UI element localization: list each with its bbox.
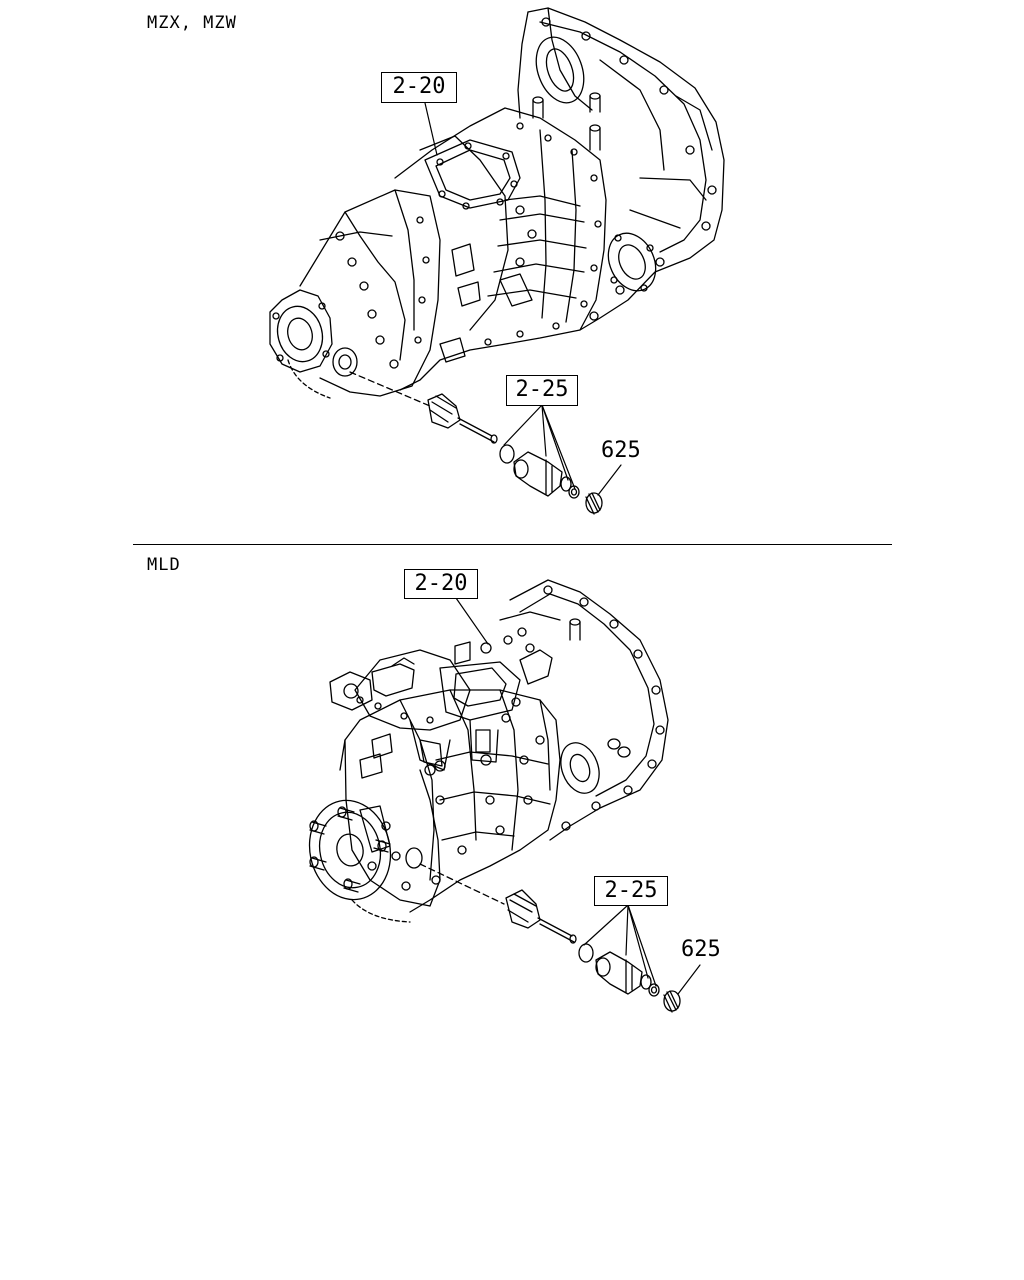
diagram-section-mzx-mzw: MZX, MZW [0,0,1024,545]
shift-tower-assembly [330,612,560,778]
o-ring [579,944,593,962]
callout-2-25-bottom[interactable]: 2-25 [594,876,668,906]
plug-part [664,991,680,1012]
leader-lines [425,103,621,495]
speedometer-gear-assembly [420,864,680,1012]
leader-lines [456,598,700,994]
transmission-case [395,108,606,390]
rear-extension [300,740,440,922]
bell-housing [518,8,724,330]
transmission-drawing-mld [0,546,1024,1046]
model-label-mld: MLD [147,555,181,575]
speedometer-gear-assembly [350,372,602,514]
small-o-ring [649,984,659,996]
plug-part [586,493,602,514]
model-label-mzx-mzw: MZX, MZW [147,13,237,33]
callout-2-20-top[interactable]: 2-20 [381,72,457,103]
callout-2-20-bottom[interactable]: 2-20 [404,569,478,599]
section-divider [133,544,892,545]
o-ring [500,445,514,463]
rear-extension [270,190,440,398]
transmission-case [340,690,560,912]
transmission-drawing-mzx-mzw [0,0,1024,545]
callout-625-bottom[interactable]: 625 [681,937,721,962]
diagram-section-mld: MLD [0,546,1024,1046]
callout-625-top[interactable]: 625 [601,438,641,463]
bell-housing [510,580,668,840]
callout-2-25-top[interactable]: 2-25 [506,375,578,406]
